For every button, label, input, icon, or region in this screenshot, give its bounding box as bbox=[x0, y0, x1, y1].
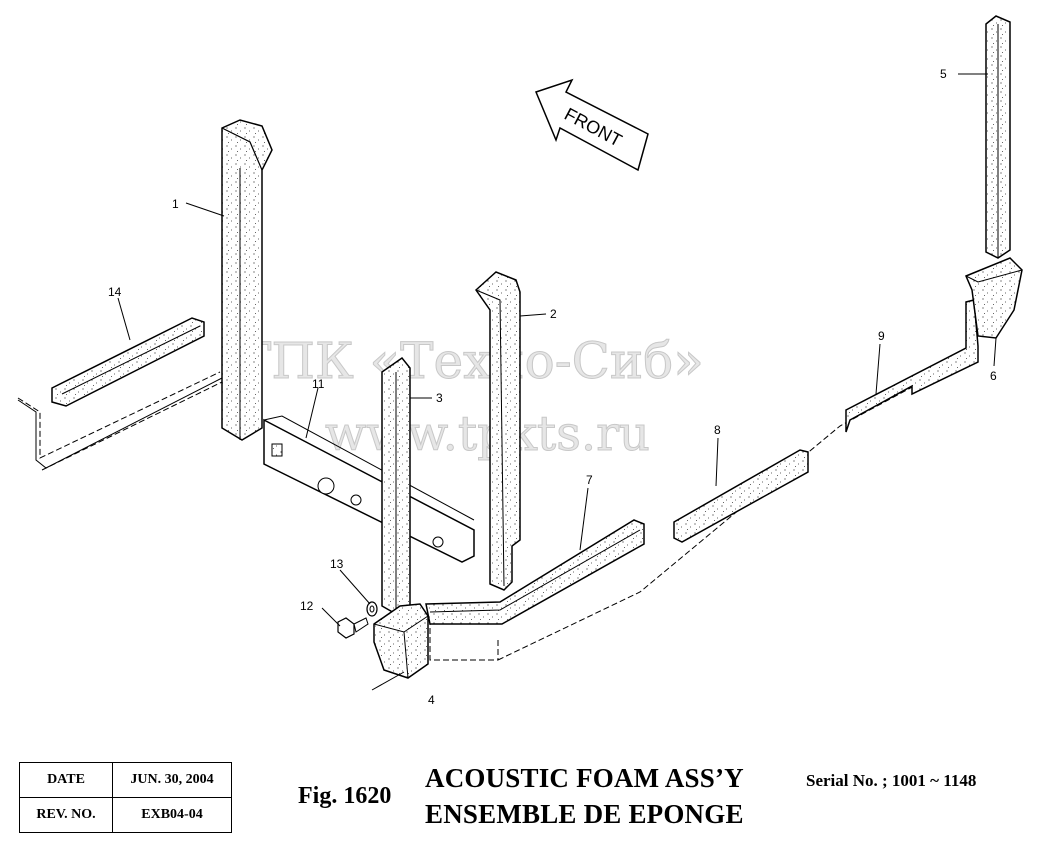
part-12-bolt bbox=[337, 617, 369, 639]
figure-number: Fig. 1620 bbox=[298, 783, 392, 809]
callout-11: 11 bbox=[312, 377, 325, 391]
part-3-foam-pillar bbox=[381, 356, 411, 615]
part-6-foam-block bbox=[965, 257, 1023, 339]
part-2-foam-pillar bbox=[475, 271, 521, 591]
watermark-line2: www.tpkts.ru bbox=[325, 406, 650, 462]
part-9-foam-strip bbox=[845, 299, 979, 433]
callout-5: 5 bbox=[940, 67, 947, 81]
part-8-foam-strip bbox=[673, 449, 809, 543]
watermark-line1: ТПК «Техно-Сиб» bbox=[238, 332, 704, 390]
part-4-foam-block bbox=[373, 603, 429, 679]
title-french: ENSEMBLE DE EPONGE bbox=[425, 799, 744, 829]
front-arrow: FRONT bbox=[534, 78, 649, 172]
callout-6: 6 bbox=[990, 369, 997, 383]
part-14-foam-strip bbox=[51, 317, 205, 407]
callout-7: 7 bbox=[586, 473, 593, 487]
callout-12: 12 bbox=[300, 599, 314, 613]
rev-value: EXB04-04 bbox=[112, 797, 232, 833]
exploded-parts-diagram: ТПК «Техно-Сиб» www.tpkts.ru FRONT bbox=[17, 15, 1023, 707]
callout-1: 1 bbox=[172, 197, 179, 211]
part-7-foam-strip bbox=[425, 519, 645, 625]
callout-8: 8 bbox=[714, 423, 721, 437]
leader-lines bbox=[117, 73, 997, 691]
date-value: JUN. 30, 2004 bbox=[112, 762, 232, 798]
frame-rail-left bbox=[17, 377, 223, 469]
date-label: DATE bbox=[19, 762, 113, 798]
callout-labels: 1 2 3 4 5 6 7 8 9 11 12 13 14 bbox=[108, 67, 997, 707]
part-5-foam-pillar bbox=[985, 15, 1011, 259]
callout-13: 13 bbox=[330, 557, 344, 571]
callout-2: 2 bbox=[550, 307, 557, 321]
watermark: ТПК «Техно-Сиб» www.tpkts.ru bbox=[238, 332, 705, 463]
callout-4: 4 bbox=[428, 693, 435, 707]
part-1-foam-pillar bbox=[221, 119, 273, 441]
callout-3: 3 bbox=[436, 391, 443, 405]
callout-14: 14 bbox=[108, 285, 122, 299]
frame-outline bbox=[17, 357, 967, 661]
title-english: ACOUSTIC FOAM ASS’Y bbox=[425, 763, 744, 793]
callout-9: 9 bbox=[878, 329, 885, 343]
part-13-washer bbox=[366, 601, 378, 617]
rev-label: REV. NO. bbox=[19, 797, 113, 833]
title-block: DATE JUN. 30, 2004 REV. NO. EXB04-04 bbox=[19, 762, 232, 833]
serial-range: Serial No. ; 1001 ~ 1148 bbox=[806, 771, 977, 790]
